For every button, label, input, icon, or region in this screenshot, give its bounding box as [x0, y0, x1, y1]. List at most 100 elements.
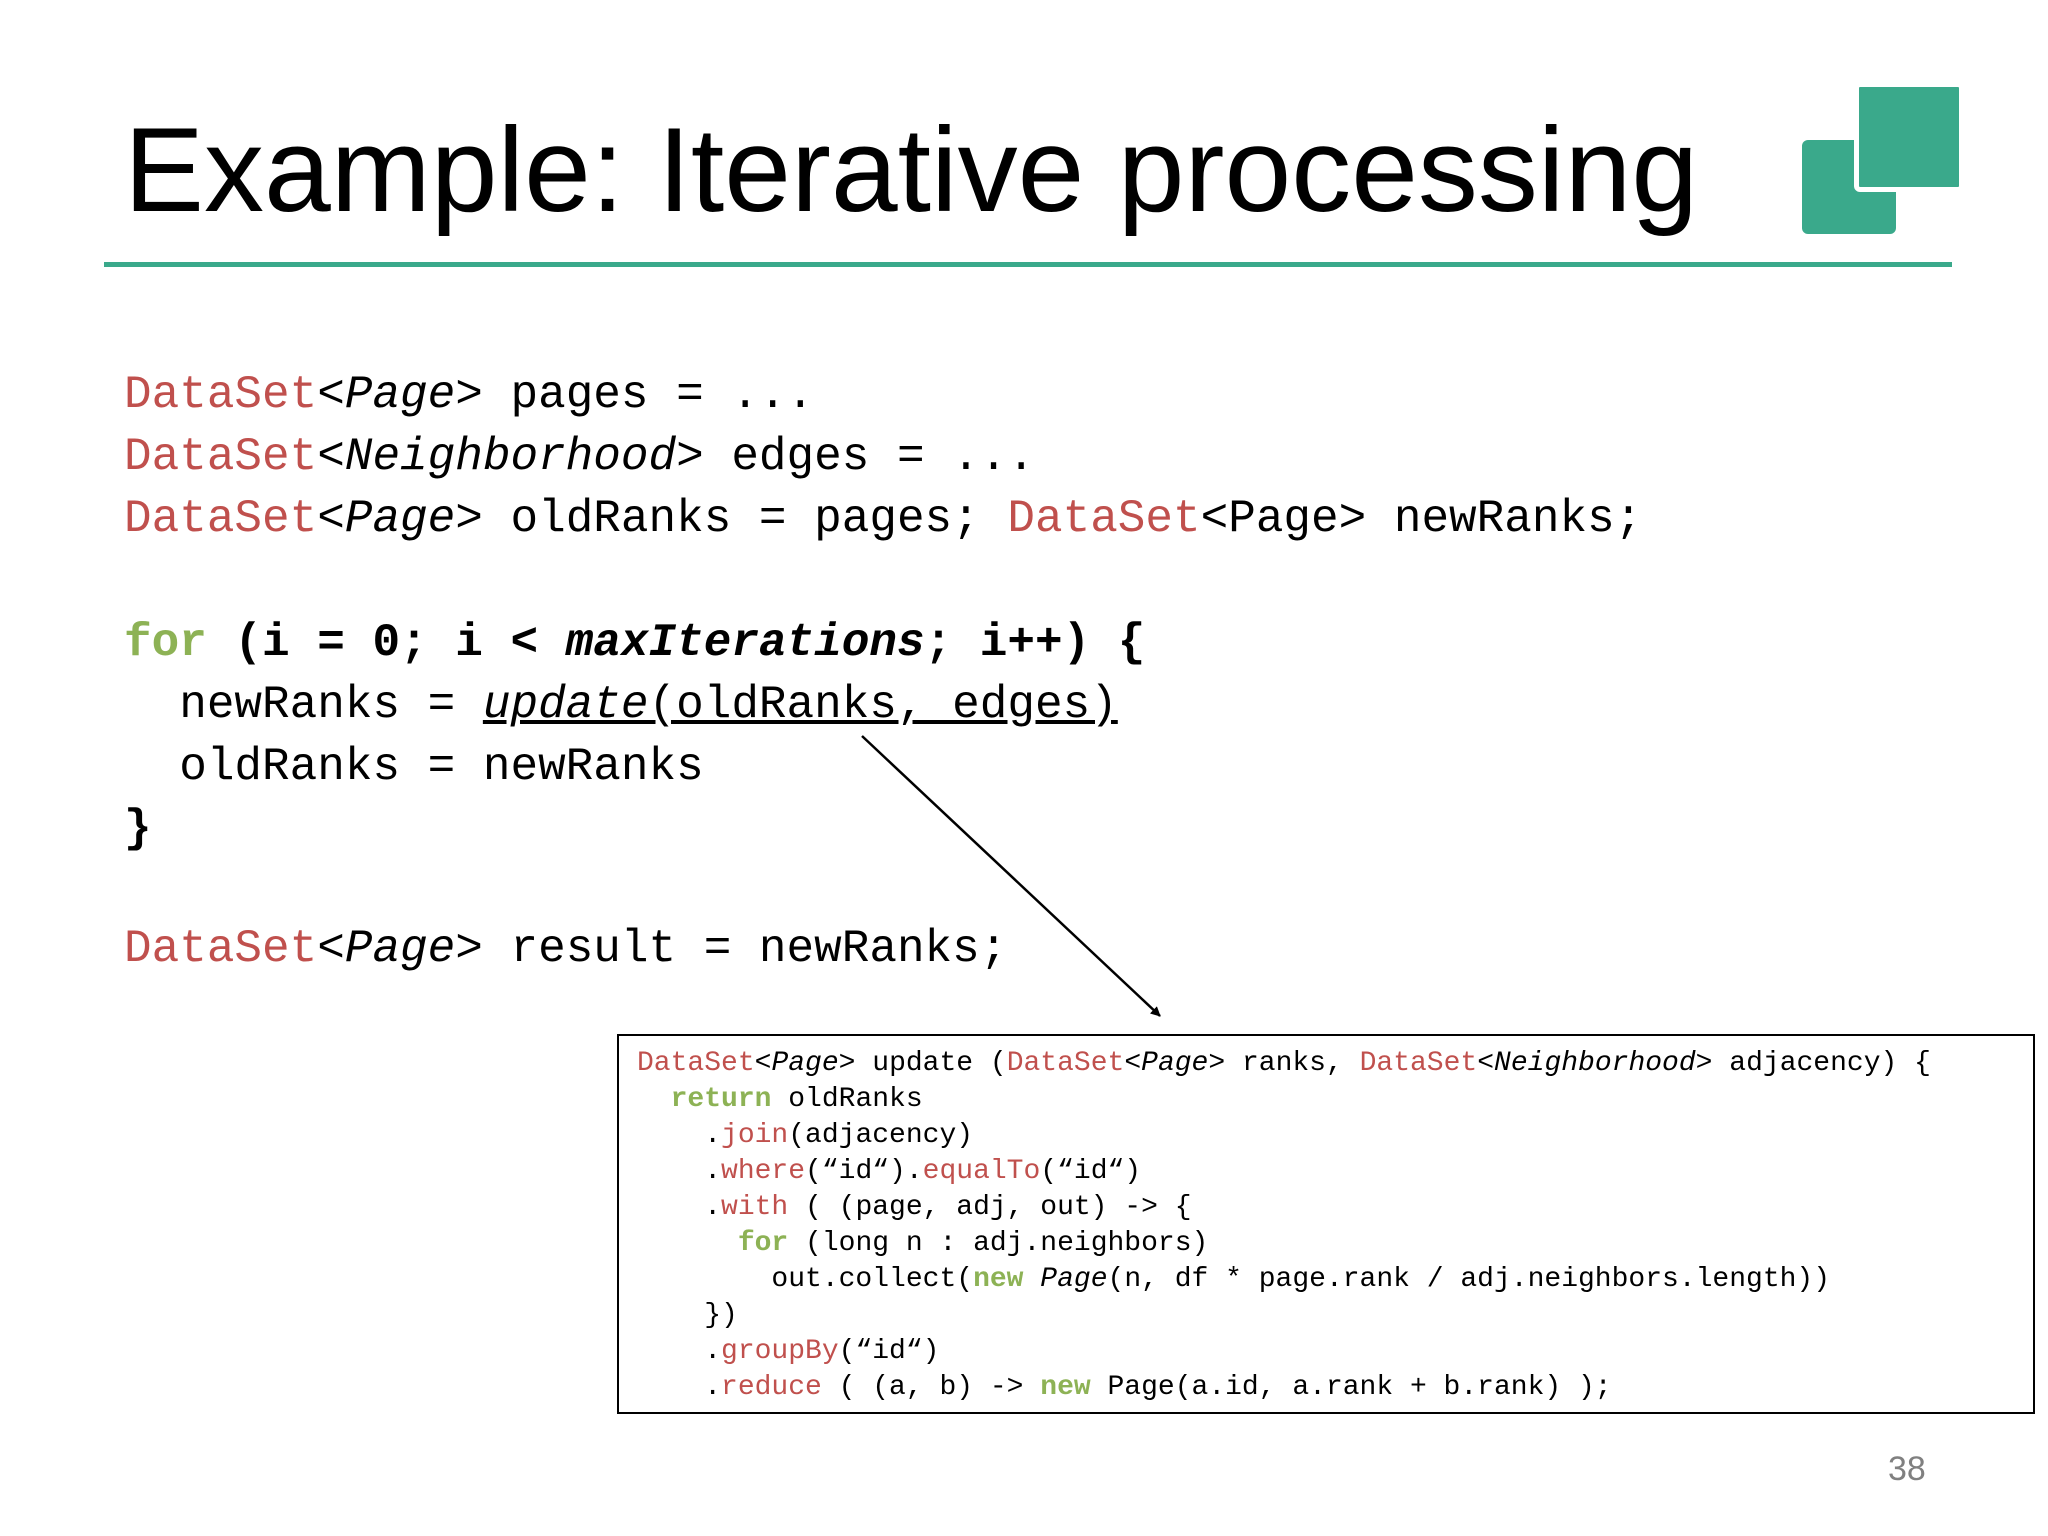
generic-type: Neighborhood	[344, 431, 677, 483]
code-line: })	[637, 1300, 738, 1331]
indent: .	[637, 1336, 722, 1367]
generic-type: Page	[771, 1048, 839, 1079]
for-keyword: for	[737, 1228, 789, 1259]
code-line: return oldRanks	[637, 1084, 923, 1115]
logo-front-square	[1854, 82, 1964, 192]
type-keyword: DataSet	[637, 1048, 755, 1079]
code-text: (“id“)	[1040, 1156, 1142, 1187]
title-divider	[104, 262, 1952, 267]
code-line: }	[124, 803, 152, 855]
code-text: edges = ...	[703, 431, 1035, 483]
generic-type: Page	[1141, 1048, 1209, 1079]
code-text: (i = 0; i <	[206, 617, 566, 669]
code-line: .join(adjacency)	[637, 1120, 973, 1151]
code-block-result: DataSet<Page> result = newRanks;	[124, 918, 1007, 980]
generic-open: <	[1477, 1048, 1495, 1079]
code-line: DataSet<Page> update (DataSet<Page> rank…	[637, 1048, 1931, 1079]
generic-type: Page	[344, 923, 456, 975]
code-line: .reduce ( (a, b) -> new Page(a.id, a.ran…	[637, 1372, 1612, 1403]
generic-type: Neighborhood	[1494, 1048, 1696, 1079]
indent: .	[637, 1372, 722, 1403]
code-block-loop: for (i = 0; i < maxIterations; i++) { ne…	[124, 612, 1145, 860]
code-text: pages = ...	[482, 369, 815, 421]
code-text: (n, df * page.rank / adj.neighbors.lengt…	[1107, 1264, 1831, 1295]
code-text: (adjacency)	[788, 1120, 974, 1151]
code-line: newRanks = update(oldRanks, edges)	[124, 679, 1118, 731]
generic-close: >	[1695, 1048, 1713, 1079]
code-line: .where(“id“).equalTo(“id“)	[637, 1156, 1141, 1187]
code-text: ( (page, adj, out) -> {	[788, 1192, 1192, 1223]
generic-close: >	[838, 1048, 856, 1079]
return-keyword: return	[670, 1084, 772, 1115]
code-text: update (	[855, 1048, 1007, 1079]
method-name: join	[721, 1120, 789, 1151]
code-line: DataSet<Neighborhood> edges = ...	[124, 431, 1035, 483]
code-line: for (long n : adj.neighbors)	[637, 1228, 1209, 1259]
code-line: .groupBy(“id“)	[637, 1336, 939, 1367]
generic-close: >	[1208, 1048, 1226, 1079]
type-keyword: DataSet	[124, 369, 318, 421]
generic-open: <	[754, 1048, 772, 1079]
generic-close: >	[455, 923, 483, 975]
method-name: reduce	[721, 1372, 822, 1403]
code-line: for (i = 0; i < maxIterations; i++) {	[124, 617, 1145, 669]
class-name: Page	[1040, 1264, 1108, 1295]
indent: .	[637, 1192, 722, 1223]
code-text: oldRanks	[771, 1084, 923, 1115]
for-keyword: for	[124, 617, 207, 669]
code-text: Page(a.id, a.rank + b.rank) );	[1090, 1372, 1612, 1403]
code-line: .with ( (page, adj, out) -> {	[637, 1192, 1192, 1223]
type-keyword: DataSet	[124, 431, 318, 483]
code-line: oldRanks = newRanks	[124, 741, 704, 793]
code-text: (long n : adj.neighbors)	[788, 1228, 1209, 1259]
code-text: newRanks =	[124, 679, 483, 731]
method-name: with	[721, 1192, 789, 1223]
generic-open: <	[317, 431, 345, 483]
space	[1023, 1264, 1040, 1295]
code-text: <Page> newRanks;	[1200, 493, 1643, 545]
code-line: out.collect(new Page(n, df * page.rank /…	[637, 1264, 1830, 1295]
new-keyword: new	[1040, 1372, 1091, 1403]
new-keyword: new	[973, 1264, 1024, 1295]
code-line: DataSet<Page> pages = ...	[124, 369, 814, 421]
indent	[637, 1084, 671, 1115]
type-keyword: DataSet	[1359, 1048, 1478, 1079]
generic-open: <	[317, 923, 345, 975]
indent: .	[637, 1120, 722, 1151]
update-args: (oldRanks, edges)	[648, 679, 1118, 731]
method-name: groupBy	[721, 1336, 839, 1367]
type-keyword: DataSet	[124, 923, 318, 975]
generic-close: >	[676, 431, 704, 483]
method-name: equalTo	[922, 1156, 1041, 1187]
type-keyword: DataSet	[124, 493, 318, 545]
update-fn-name: update	[482, 679, 649, 731]
generic-type: Page	[344, 493, 456, 545]
code-block-declarations: DataSet<Page> pages = ... DataSet<Neighb…	[124, 364, 1642, 550]
code-text: result = newRanks;	[482, 923, 1008, 975]
update-call: update(oldRanks, edges)	[483, 679, 1118, 731]
generic-type: Page	[344, 369, 456, 421]
page-number: 38	[1888, 1450, 1926, 1488]
type-keyword: DataSet	[1007, 493, 1201, 545]
code-text: adjacency) {	[1712, 1048, 1931, 1079]
code-text: ( (a, b) ->	[821, 1372, 1041, 1403]
code-text: ranks,	[1225, 1048, 1360, 1079]
generic-open: <	[317, 369, 345, 421]
code-text: (“id“).	[805, 1156, 923, 1187]
method-name: where	[721, 1156, 806, 1187]
code-line: DataSet<Page> oldRanks = pages; DataSet<…	[124, 493, 1642, 545]
generic-open: <	[317, 493, 345, 545]
generic-open: <	[1124, 1048, 1142, 1079]
code-text: ; i++) {	[924, 617, 1146, 669]
indent: .	[637, 1156, 722, 1187]
code-text: out.collect(	[637, 1264, 974, 1295]
type-keyword: DataSet	[1006, 1048, 1125, 1079]
update-function-code: DataSet<Page> update (DataSet<Page> rank…	[637, 1046, 1931, 1406]
generic-close: >	[455, 369, 483, 421]
code-text: (“id“)	[838, 1336, 940, 1367]
update-function-box: DataSet<Page> update (DataSet<Page> rank…	[617, 1034, 2035, 1414]
code-text: oldRanks = pages;	[482, 493, 1008, 545]
generic-close: >	[455, 493, 483, 545]
